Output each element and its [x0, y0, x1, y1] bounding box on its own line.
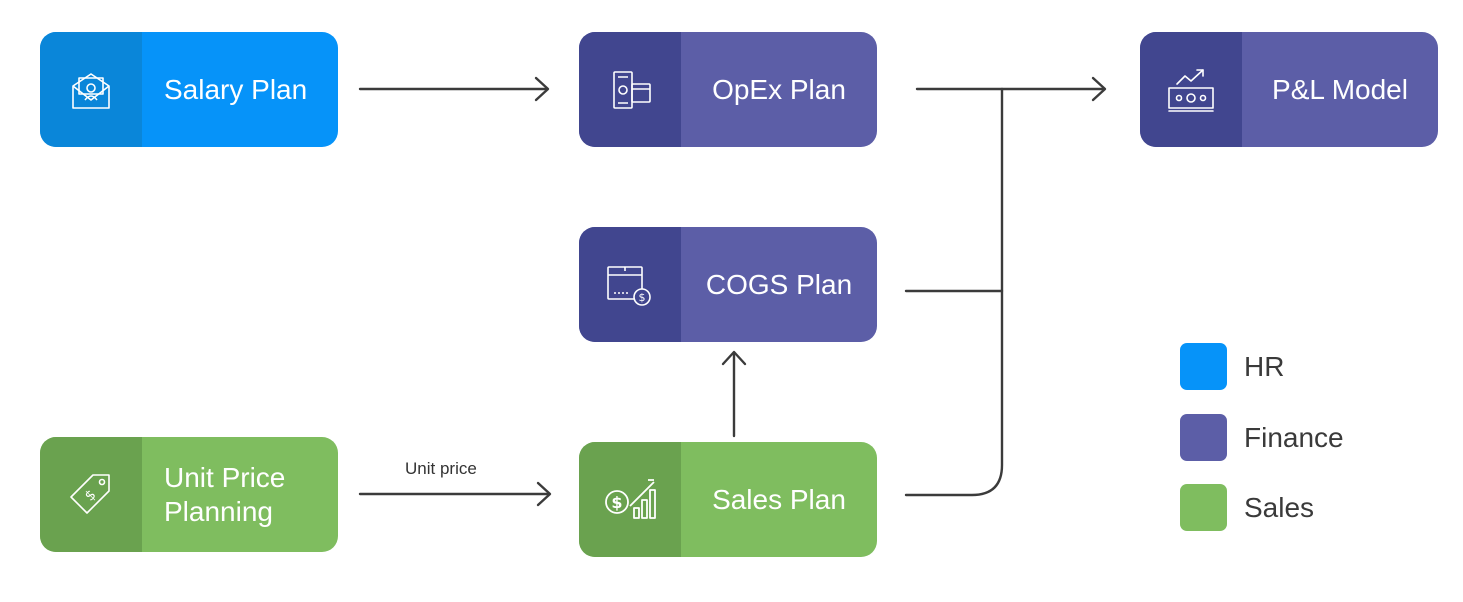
cash-card-icon [613, 70, 651, 109]
node-cogs-label: COGS Plan [705, 268, 853, 300]
arrowhead-cogs [721, 350, 747, 366]
node-opex-plan: OpEx Plan [579, 32, 877, 147]
node-sales-label: Sales Plan [712, 483, 846, 515]
edge-label-unit-price: Unit price [405, 459, 477, 478]
svg-text:$: $ [611, 493, 622, 512]
legend-label-finance: Finance [1244, 421, 1344, 453]
node-unit-price-icon-cell: $ [40, 437, 142, 552]
node-cogs-plan: $ COGS Plan [579, 227, 877, 342]
svg-text:$: $ [82, 486, 100, 504]
money-envelope-icon [72, 72, 110, 109]
legend-item-sales: Sales [1180, 484, 1314, 531]
legend-label-hr: HR [1244, 350, 1285, 382]
arrowhead-sales [536, 481, 552, 507]
node-unit-price-planning: $ Unit Price Planning [40, 437, 338, 552]
legend-item-finance: Finance [1180, 414, 1344, 461]
node-opex-icon-cell [579, 32, 681, 147]
edge-trunk [904, 87, 1004, 497]
box-dollar-icon: $ [607, 265, 651, 306]
node-pl-icon-cell [1140, 32, 1242, 147]
node-opex-label: OpEx Plan [712, 73, 846, 105]
node-unit-price-label: Unit Price Planning [164, 461, 286, 527]
arrowhead-opex [534, 76, 550, 102]
growth-money-icon [1168, 68, 1214, 112]
legend-label-sales: Sales [1244, 491, 1315, 523]
svg-text:$: $ [639, 291, 646, 304]
dollar-chart-icon: $ [605, 478, 656, 519]
node-pl-model: P&L Model [1140, 32, 1438, 147]
node-sales-plan: $ Sales Plan [579, 442, 877, 557]
node-cogs-icon-cell: $ [579, 227, 681, 342]
legend-swatch-finance [1180, 414, 1227, 461]
node-salary-plan: Salary Plan [40, 32, 338, 147]
arrowhead-pl [1091, 76, 1107, 102]
node-sales-icon-cell: $ [579, 442, 681, 557]
legend-swatch-sales [1180, 484, 1227, 531]
node-pl-label: P&L Model [1272, 73, 1408, 105]
node-salary-label: Salary Plan [164, 73, 308, 105]
price-tag-icon: $ [70, 473, 110, 514]
legend-item-hr: HR [1180, 343, 1284, 390]
legend-swatch-hr [1180, 343, 1227, 390]
node-salary-icon-cell [40, 32, 142, 147]
